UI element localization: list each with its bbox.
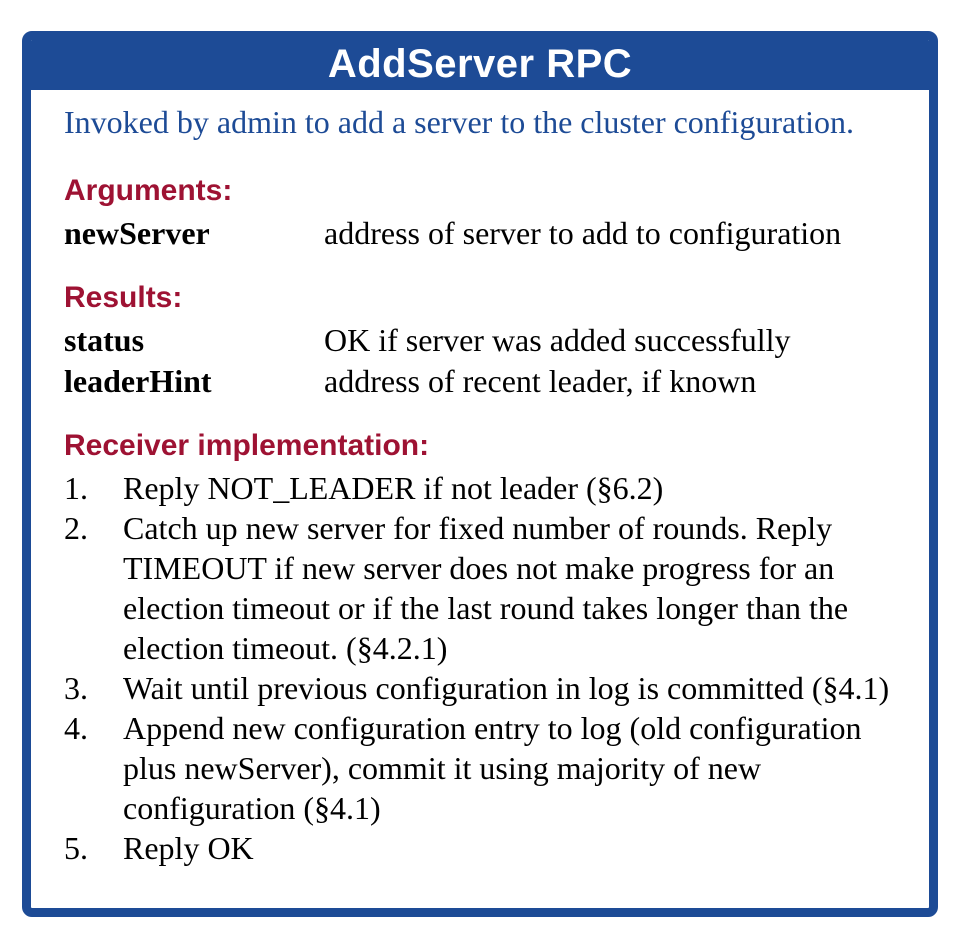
argument-name: newServer — [64, 215, 210, 251]
step-text: Append new configuration entry to log (o… — [123, 710, 862, 826]
step-number: 4. — [64, 710, 88, 746]
table-row: leaderHint address of recent leader, if … — [64, 361, 909, 402]
list-item: 5. Reply OK — [64, 828, 909, 868]
table-row: status OK if server was added successful… — [64, 320, 909, 361]
rpc-description: Invoked by admin to add a server to the … — [64, 104, 854, 140]
step-text: Wait until previous configuration in log… — [123, 670, 890, 706]
step-number: 5. — [64, 830, 88, 866]
section-results: Results: status OK if server was added s… — [64, 279, 909, 402]
table-row: newServer address of server to add to co… — [64, 213, 909, 254]
section-arguments: Arguments: newServer address of server t… — [64, 172, 909, 254]
result-name: leaderHint — [64, 363, 212, 399]
step-text: Reply NOT_LEADER if not leader (§6.2) — [123, 470, 664, 506]
list-item: 2. Catch up new server for fixed number … — [64, 508, 909, 668]
arguments-heading: Arguments: — [64, 174, 233, 207]
argument-description: address of server to add to configuratio… — [324, 215, 842, 251]
receiver-implementation-heading: Receiver implementation: — [64, 429, 430, 462]
step-text: Reply OK — [123, 830, 254, 866]
results-heading: Results: — [64, 281, 183, 314]
list-item: 4. Append new configuration entry to log… — [64, 708, 909, 828]
list-item: 1. Reply NOT_LEADER if not leader (§6.2) — [64, 468, 909, 508]
step-number: 3. — [64, 670, 88, 706]
figure-content: Invoked by admin to add a server to the … — [31, 90, 929, 868]
section-receiver-implementation: Receiver implementation: 1. Reply NOT_LE… — [64, 427, 909, 868]
step-number: 2. — [64, 510, 88, 546]
implementation-steps: 1. Reply NOT_LEADER if not leader (§6.2)… — [64, 468, 909, 868]
step-text: Catch up new server for fixed number of … — [123, 510, 849, 666]
result-description: OK if server was added successfully — [324, 322, 791, 358]
step-number: 1. — [64, 470, 88, 506]
result-name: status — [64, 322, 145, 358]
figure-title: AddServer RPC — [31, 40, 929, 90]
result-description: address of recent leader, if known — [324, 363, 757, 399]
addserver-rpc-figure: AddServer RPC Invoked by admin to add a … — [22, 31, 938, 917]
list-item: 3. Wait until previous configuration in … — [64, 668, 909, 708]
